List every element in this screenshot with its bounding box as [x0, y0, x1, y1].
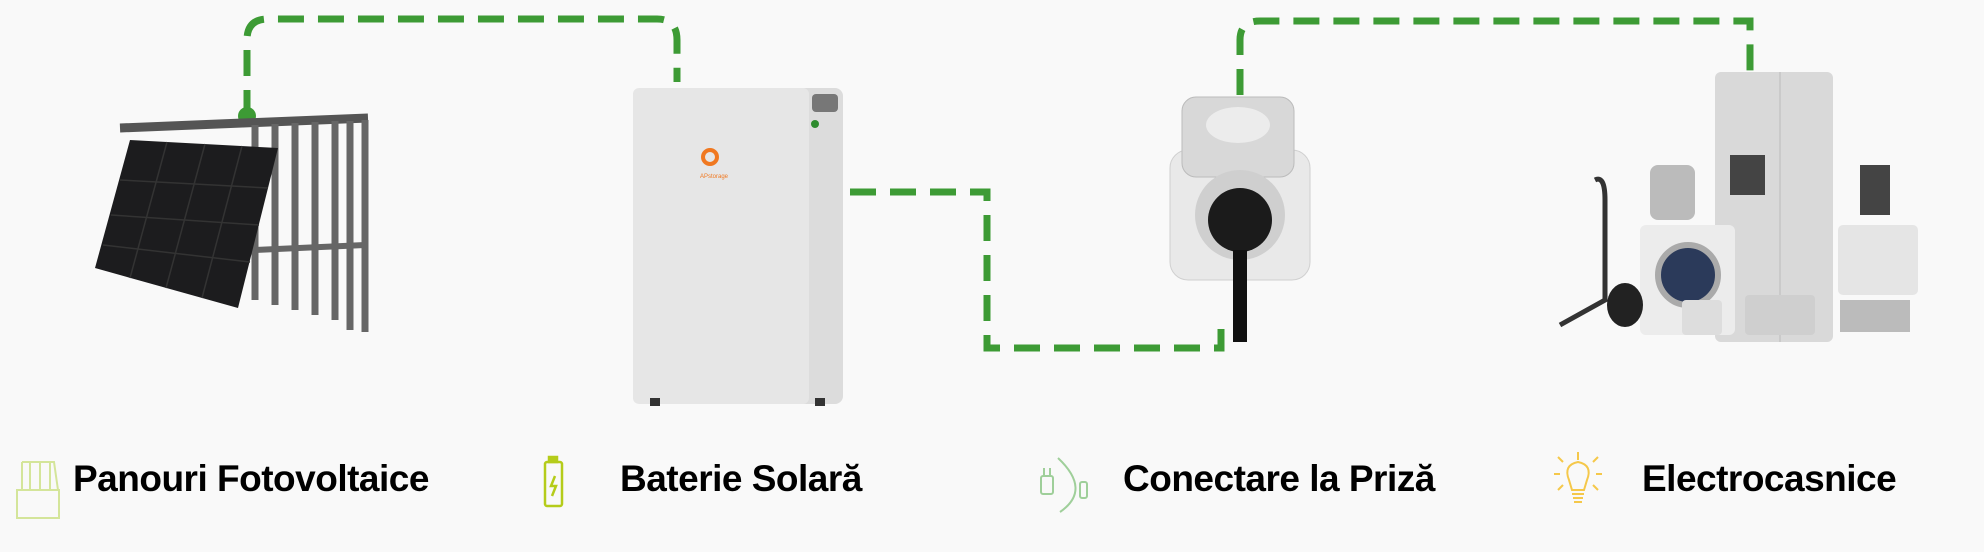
svg-text:APstorage: APstorage: [700, 174, 729, 180]
connector-panel-battery: [243, 15, 681, 116]
solar-panel-balcony-image: [95, 113, 369, 332]
light-bulb-icon: [1554, 452, 1602, 503]
solar-battery-image: APstorage: [633, 88, 843, 406]
connector-battery-socket: [850, 188, 1225, 352]
connector-socket-appliances: [1236, 17, 1754, 95]
wall-socket-image: [1169, 96, 1311, 342]
solar-panel-icon: [16, 461, 60, 519]
step-label-appliances: Electrocasnice: [1642, 458, 1897, 499]
battery-icon: [543, 455, 564, 508]
step-label-solar-battery: Baterie Solară: [620, 458, 862, 499]
step-label-socket-connection: Conectare la Priză: [1123, 458, 1435, 499]
apstorage-logo: APstorage: [700, 148, 729, 180]
home-appliances-image: [1558, 72, 1918, 342]
plug-icon: [1040, 457, 1088, 513]
step-label-solar-panels: Panouri Fotovoltaice: [73, 458, 429, 499]
